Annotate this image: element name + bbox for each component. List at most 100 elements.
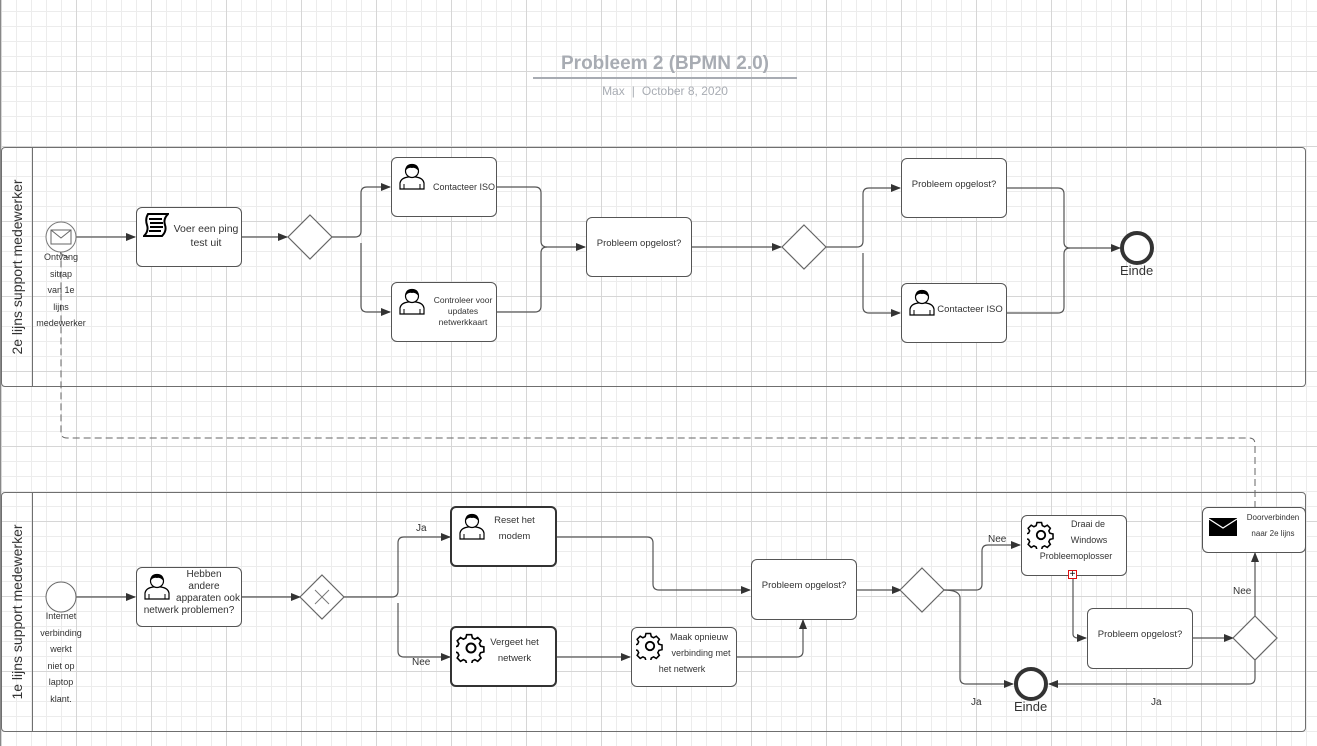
flow-g1-to-iso1 <box>332 183 391 238</box>
author: Max <box>602 84 625 98</box>
label-line: Maak opnieuw <box>669 632 729 642</box>
task-label: Maak opnieuw verbinding met het netwerk <box>632 629 736 677</box>
flow-g4-to-windows <box>944 541 1021 591</box>
task-label: Controleer voor updates netwerkkaart <box>433 295 493 327</box>
end-event-2e-lijns <box>1120 231 1154 265</box>
gateway-g1 <box>287 214 333 260</box>
flow-windows-to-check4 <box>1072 579 1087 642</box>
label-line: verbinding <box>40 627 82 638</box>
label-line: netwerk <box>497 653 532 664</box>
task-label: Contacteer ISO <box>432 182 496 192</box>
task-probleem-opgelost[interactable]: Probleem opgelost? <box>586 217 692 277</box>
canvas-left-edge <box>0 0 1 746</box>
separator: | <box>631 84 635 98</box>
date: October 8, 2020 <box>641 84 728 98</box>
start-event-label: Ontvang sitrap van 1e lijns medewerker <box>31 249 91 332</box>
user-icon <box>909 289 935 316</box>
diagram-title[interactable]: Probleem 2 (BPMN 2.0) <box>561 53 769 74</box>
task-controleer-updates[interactable]: Controleer voor updates netwerkkaart <box>391 282 497 342</box>
task-label: Draai de Windows Probleemoplosser <box>1022 516 1126 564</box>
flow-g4-to-end <box>943 589 1014 688</box>
gateway-g5 <box>1232 615 1278 661</box>
end-event-1e-lijns <box>1014 667 1048 701</box>
label-line: Probleemoplosser <box>1039 551 1113 561</box>
task-label: Voer een ping test uit <box>173 223 239 249</box>
task-andere-apparaten[interactable]: Hebben andere apparaten ook netwerk prob… <box>136 567 242 627</box>
user-icon <box>459 513 485 540</box>
lane-header: 1e lijns support medewerker <box>2 493 33 731</box>
task-contacteer-iso[interactable]: Contacteer ISO <box>391 157 497 217</box>
label-line: apparaten ook <box>176 593 240 604</box>
task-doorverbinden[interactable]: Doorverbinden naar 2e lijns <box>1202 507 1306 553</box>
gateway-g4 <box>899 567 945 613</box>
label-line: Windows <box>1070 535 1108 545</box>
label-line: lijns <box>53 301 69 312</box>
flow-g3-to-reset <box>344 533 451 598</box>
title-underline <box>533 77 797 79</box>
label-line: Reset het <box>494 515 535 526</box>
label-line: andere <box>188 581 220 592</box>
message-start-event <box>45 221 77 253</box>
task-ping-test[interactable]: Voer een ping test uit <box>136 207 242 267</box>
lane-1e-lijns[interactable]: 1e lijns support medewerker <box>1 492 1306 732</box>
flow-label-ja: Ja <box>416 523 427 534</box>
flow-label-ja: Ja <box>971 697 982 708</box>
gear-icon <box>1027 521 1054 549</box>
task-probleem-opgelost[interactable]: Probleem opgelost? <box>751 559 857 620</box>
label-line: het netwerk <box>658 664 706 674</box>
label-line: verbinding met <box>671 648 731 658</box>
label-line: naar 2e lijns <box>1251 529 1295 538</box>
flow-label-ja: Ja <box>1151 697 1162 708</box>
flow-g5-to-end <box>1048 660 1256 688</box>
message-flow-to-2e-lijns <box>61 253 1256 508</box>
end-event-label: Einde <box>1120 263 1154 278</box>
label-line: niet op <box>47 660 75 671</box>
task-maak-opnieuw-verbinding[interactable]: Maak opnieuw verbinding met het netwerk <box>631 627 737 687</box>
flow-g2-to-iso2 <box>862 253 901 317</box>
envelope-icon <box>1209 518 1237 536</box>
label-line: Ontvang <box>43 252 79 262</box>
task-label: Probleem opgelost? <box>761 580 847 591</box>
label-line: Hebben <box>186 569 222 580</box>
flow-g2-to-check2 <box>826 184 901 248</box>
label-line: Vergeet het <box>490 637 539 648</box>
flow-updates-to-check1 <box>496 246 548 313</box>
task-label: Reset het modem <box>494 513 535 545</box>
task-probleem-opgelost[interactable]: Probleem opgelost? <box>1087 608 1193 669</box>
flow-g3-to-vergeet <box>397 603 451 661</box>
flow-g1-to-updates <box>360 243 391 316</box>
flow-reset-to-check3 <box>557 536 751 594</box>
diagram-header: Probleem 2 (BPMN 2.0) Max | October 8, 202… <box>533 52 797 98</box>
task-windows-probleemoplosser[interactable]: Draai de Windows Probleemoplosser <box>1021 515 1127 576</box>
flow-label-nee: Nee <box>1233 586 1252 597</box>
user-icon <box>399 288 425 315</box>
label-line: medewerker <box>36 318 86 328</box>
task-contacteer-iso[interactable]: Contacteer ISO <box>901 283 1007 343</box>
gear-icon <box>456 633 485 663</box>
label-line: sitrap <box>49 268 72 279</box>
flow-opnieuw-to-check3 <box>736 619 807 658</box>
flow-iso1-to-check1 <box>496 186 586 251</box>
task-label: Contacteer ISO <box>937 304 1003 315</box>
task-label: Vergeet het netwerk <box>490 635 539 667</box>
task-label: Doorverbinden naar 2e lijns <box>1247 510 1299 542</box>
task-vergeet-netwerk[interactable]: Vergeet het netwerk <box>450 626 557 687</box>
flow-label-nee: Nee <box>988 534 1007 545</box>
label-line: Doorverbinden <box>1246 513 1300 522</box>
subprocess-expand-marker[interactable]: + <box>1068 569 1077 580</box>
user-icon <box>144 573 170 600</box>
flow-label-nee: Nee <box>412 657 431 668</box>
lane-2e-lijns[interactable]: 2e lijns support medewerker <box>1 147 1306 387</box>
flow-check2-to-end <box>1006 187 1121 252</box>
flow-iso2-to-end <box>1006 247 1071 314</box>
diagram-subtitle: Max | October 8, 2020 <box>533 84 797 98</box>
task-reset-modem[interactable]: Reset het modem <box>450 506 557 567</box>
gateway-g2 <box>781 224 827 270</box>
end-event-label: Einde <box>1014 699 1048 714</box>
start-event-label: Internet verbinding werkt niet op laptop… <box>31 608 91 707</box>
task-label: Probleem opgelost? <box>1097 629 1183 640</box>
task-probleem-opgelost[interactable]: Probleem opgelost? <box>901 158 1007 218</box>
label-line: Internet <box>45 611 77 621</box>
lane-header: 2e lijns support medewerker <box>2 148 33 386</box>
